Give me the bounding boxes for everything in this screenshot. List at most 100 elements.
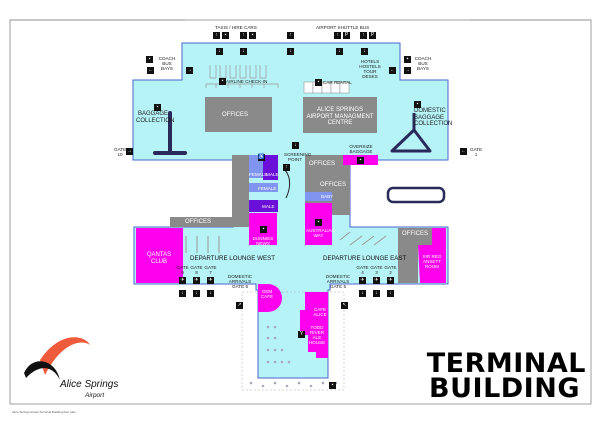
title-line-1: TERMINAL [426,348,586,379]
arrow-up-icon: ↑ [334,32,341,39]
arrow-down-icon: ↓ [361,48,368,55]
offices-east-label: OFFICES [402,231,429,237]
gate-7-label: GATE 7 [204,265,217,275]
screening-point-label: SCREENING POINT [284,152,312,162]
taxi-icon: ▪ [249,32,256,39]
toilet-male-1 [263,155,278,180]
car-rental-icon: ▪ [315,79,322,86]
arrow-right-icon: → [126,148,133,155]
bus-icon: ▪ [404,56,411,63]
shuttle-sign: AIRPORT SHUTTLE BUS [316,25,370,30]
gate-4-plane-icon: ✈ [359,277,366,284]
arrow-left-icon: ← [147,67,154,74]
airport-logo [24,337,90,380]
sir-reg-ansett-room [418,228,446,283]
gate-3-label: GATE 3 [370,265,383,275]
car-rental-label: CAR RENTAL [323,80,352,85]
bus-icon: ▪ [329,382,336,389]
bar-icon: Y [298,331,305,338]
cafe-alice [300,292,328,358]
airline-checkin-label: AIRLINE CHECK-IN [226,79,268,84]
arrow-down-icon: ↓ [336,48,343,55]
parking-icon: P [343,32,350,39]
toilet-female-2 [249,183,278,192]
offices-west-block [170,217,232,227]
arrow-diagonal-icon: ↖ [341,302,348,309]
bus-icon: ▪ [146,56,153,63]
offices-mid-label-1: OFFICES [309,161,336,167]
taxis-sign: TAXIS / HIRE CARS [215,25,257,30]
departure-lounge-west-label: DEPARTURE LOUNGE WEST [190,255,276,262]
female-label-2: FEMALE [258,186,277,191]
gate-9-plane-icon: ✈ [179,277,186,284]
arrow-down-icon: ↓ [373,290,380,297]
cafe-alice-label: CAFE ALICE [313,307,327,317]
terminal-floor [132,42,449,379]
pier-tables [249,325,338,388]
arrow-down-icon: ↓ [193,290,200,297]
baggage-collection-label: BAGGAGE COLLECTION [136,111,175,124]
arrow-down-icon: ↓ [179,290,186,297]
lounge-seating [185,231,387,253]
male-label-1: MALE [266,172,279,177]
gate-3-plane-icon: ✈ [373,277,380,284]
parking-icon: P [369,32,376,39]
gate-4-label: GATE 4 [356,265,369,275]
arrow-up-icon: ↑ [287,32,294,39]
arrow-right-icon: → [186,67,193,74]
footer-note: Alice Springs Airport Terminal Building … [12,410,76,414]
baby-label: BABY [321,194,334,199]
east-service-block [398,245,418,283]
arrivals-gate-5-label: DOMESTIC ARRIVALS GATE 5 [325,274,351,289]
arrow-diagonal-icon: ↗ [236,302,243,309]
baggage-icon: ▪ [154,104,161,111]
baggage-belt-right [390,113,432,153]
news-shop-icon: ▪ [260,226,267,233]
gate-2-plane-icon: ✈ [387,277,394,284]
title-line-2: BUILDING [429,373,580,404]
female-label-1: FEMALE [249,172,268,177]
arrow-down-icon: ↓ [287,48,294,55]
frame [9,19,592,405]
gate-8-label: GATE 8 [190,265,203,275]
coach-sign-left: COACH BUS BAYS [158,56,176,71]
gate-8-plane-icon: ✈ [193,277,200,284]
exit-icon: ↑ [283,164,290,171]
sir-reg-ansett-label: SIR REG ANSETT ROOM [422,254,442,269]
arrow-up-icon: ↑ [213,32,220,39]
gem-cafe [258,284,282,312]
qantas-club [136,228,183,283]
screening-barrier [284,169,291,199]
offices-west-label: OFFICES [185,219,212,225]
domestic-baggage-label: DOMESTIC BAGGAGE COLLECTION [414,108,453,127]
arrow-down-icon: ↓ [387,290,394,297]
male-label-2: MALE [262,204,275,209]
car-rental-desks [303,81,350,94]
baggage-icon: ▪ [357,157,364,164]
shop-icon: ▪ [315,219,322,226]
arrow-down-icon: ↓ [359,290,366,297]
offices-block [205,97,272,132]
gate-7-plane-icon: ✈ [207,277,214,284]
arrow-down-icon: ↓ [216,48,223,55]
gate-1-sign: GATE 1 [470,147,483,157]
service-block [232,155,249,227]
arrow-down-icon: ↓ [240,48,247,55]
news-label: DUNNIES NEWS [252,236,274,246]
australian-way-label: AUSTRALIAN WAY [306,228,335,238]
baby-room [305,192,332,201]
toilet-male-2 [249,200,278,212]
logo-sub: Airport [85,392,105,399]
management-block [303,97,377,133]
gate-2-label: GATE 2 [384,265,397,275]
hotels-sign: HOTELS HOSTELS TOUR DESKS [359,59,381,79]
logo-name: Alice Springs [60,379,119,390]
arrow-down-icon: ↓ [207,290,214,297]
arrow-down-icon: ↓ [292,142,299,149]
gem-cafe-label: GEM CAFE [260,289,274,299]
ale-house-label: TODD RIVER ALE HOUSE [308,325,326,345]
offices-label: OFFICES [222,112,249,118]
checkin-icon: ▪ [219,78,226,85]
offices-mid-label-2: OFFICES [320,182,347,188]
